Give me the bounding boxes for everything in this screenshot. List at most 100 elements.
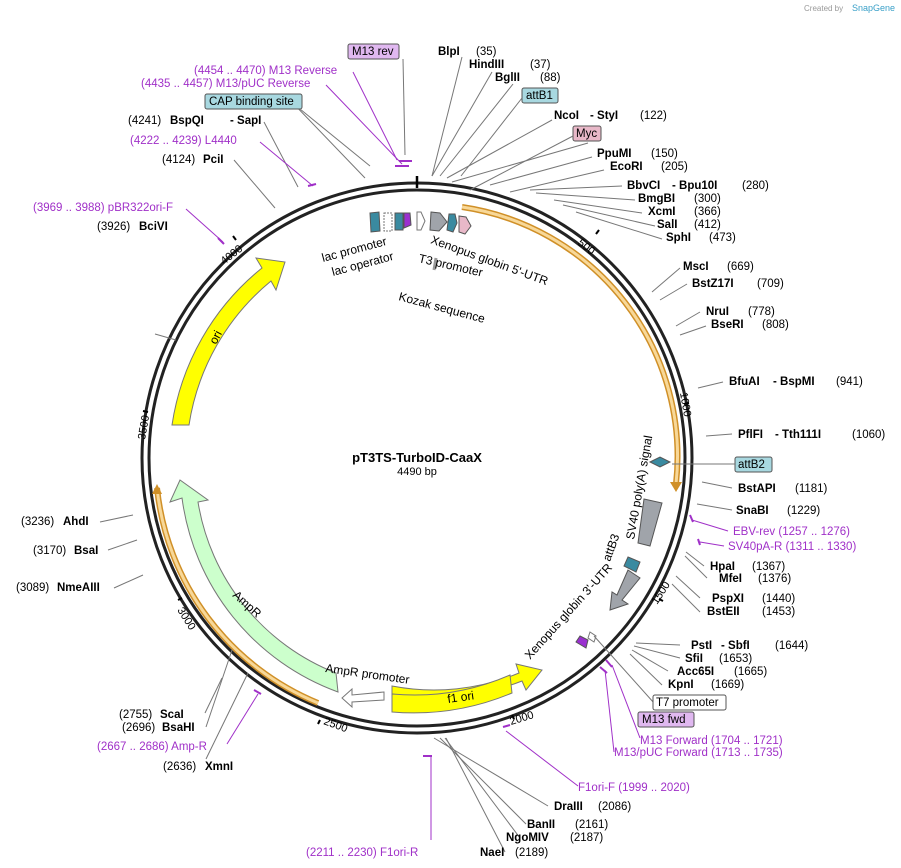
credit-text: Created by (804, 4, 843, 13)
ampr-promoter-arrow (341, 687, 385, 709)
attb1-leader (460, 97, 523, 177)
t7-label: T7 promoter (656, 697, 719, 709)
svg-text:XcmI(366): XcmI(366) (648, 206, 721, 218)
myc-arrow (458, 215, 472, 235)
attb2-label: attB2 (738, 459, 765, 471)
enzyme-xcmi: XcmI (648, 206, 676, 218)
tick-3500: 3500 (136, 414, 152, 440)
svg-text:BstZ17I(709): BstZ17I(709) (692, 278, 784, 290)
svg-text:NgoMIV(2187): NgoMIV(2187) (506, 832, 603, 844)
top-features (369, 211, 472, 271)
m13rev-label: M13 rev (352, 46, 394, 58)
svg-text:KpnI(1669): KpnI(1669) (668, 679, 744, 691)
svg-text:BfuAI- BspMI(941): BfuAI- BspMI(941) (729, 376, 863, 388)
svg-text:DraIII(2086): DraIII(2086) (554, 801, 631, 813)
svg-text:BglII(88): BglII(88) (495, 72, 561, 84)
enzyme-hindiii: HindIII (469, 59, 504, 71)
enzyme-bstz17i: BstZ17I (692, 278, 734, 290)
kozak-label: Kozak sequence (397, 289, 487, 326)
svg-text:BstEII(1453): BstEII(1453) (707, 606, 795, 618)
enzyme-labels-right: BlpI(35) HindIII(37) BglII(88) NcoI- Sty… (438, 46, 885, 691)
enzyme-bfuai: BfuAI (729, 376, 760, 388)
enzyme-xmni: XmnI (205, 761, 233, 773)
tick-2000: 2000 (508, 709, 535, 728)
enzyme-bsai: BsaI (74, 545, 98, 557)
cds-arc (461, 205, 680, 485)
m13fwd-label: M13 fwd (642, 714, 685, 726)
svg-text:HindIII(37): HindIII(37) (469, 59, 551, 71)
enzyme-bbvci: BbvCI (627, 180, 660, 192)
primer-f1ori-r: (2211 .. 2230) F1ori-R (306, 847, 418, 859)
tick-1000: 1000 (677, 391, 693, 417)
primer-ebv-rev: EBV-rev (1257 .. 1276) (733, 526, 850, 538)
svg-text:SfiI(1653): SfiI(1653) (685, 653, 752, 665)
attb3-label: attB3 (600, 532, 623, 563)
m13fwd-arrow (575, 635, 589, 649)
attb1-box (521, 87, 559, 104)
primer-marks (217, 160, 701, 757)
enzyme-nrui: NruI (706, 306, 729, 318)
primer-m13-forward: M13 Forward (1704 .. 1721) (640, 735, 783, 747)
xenopus3-arrow (609, 569, 641, 611)
enzyme-naei: NaeI (480, 847, 504, 859)
enzyme-bglii: BglII (495, 72, 520, 84)
xenopus3-label: Xenopus globin 3'-UTR (522, 560, 615, 662)
svg-text:(4124)PciI: (4124)PciI (162, 154, 223, 166)
myc-label: Myc (576, 128, 597, 140)
t3-promoter-arrow (416, 211, 426, 231)
cap-leader (299, 108, 371, 167)
attb3-arrow (623, 556, 641, 573)
myc-box (572, 125, 602, 142)
sv40-feature (637, 498, 663, 547)
leader-lines (99, 56, 733, 853)
svg-text:BmgBI(300): BmgBI(300) (638, 193, 721, 205)
svg-text:MfeI(1376): MfeI(1376) (719, 573, 791, 585)
ampr-cds-arc (155, 487, 319, 705)
enzyme-sphi: SphI (666, 232, 691, 244)
enzyme-kpni: KpnI (668, 679, 694, 691)
tick-2500: 2500 (322, 716, 349, 736)
primer-l4440: (4222 .. 4239) L4440 (130, 135, 237, 147)
m13rev-leader (402, 58, 406, 156)
enzyme-blpi: BlpI (438, 46, 460, 58)
enzyme-acc65i: Acc65I (677, 666, 714, 678)
enzyme-ngomiv: NgoMIV (506, 832, 549, 844)
svg-text:NcoI- StyI(122): NcoI- StyI(122) (554, 110, 667, 122)
primer-m13-reverse: (4454 .. 4470) M13 Reverse (194, 65, 337, 77)
enzyme-labels-left: (2636)XmnI (2696)BsaHI (2755)ScaI (3089)… (16, 115, 261, 773)
enzyme-banii: BanII (527, 819, 555, 831)
ori-feature (171, 257, 286, 426)
m13fwd-box (637, 711, 695, 728)
enzyme-bcivi: BciVI (139, 221, 168, 233)
enzyme-bseri: BseRI (711, 319, 744, 331)
f1ori-body (391, 674, 513, 714)
myc-leader (469, 135, 574, 191)
cap-label: CAP binding site (209, 96, 294, 108)
enzyme-sali: SalI (657, 219, 677, 231)
ampr-feature (169, 479, 339, 693)
svg-text:BstAPI(1181): BstAPI(1181) (738, 483, 828, 495)
cap-box-label-bg (204, 93, 303, 110)
enzyme-pflfi: PflFI (738, 429, 763, 441)
primer-sv40pa-r: SV40pA-R (1311 .. 1330) (728, 541, 856, 553)
enzyme-psti: PstI (691, 640, 712, 652)
m13rev-box (347, 43, 400, 60)
primer-f1ori-f: F1ori-F (1999 .. 2020) (578, 782, 690, 794)
svg-text:BseRI(808): BseRI(808) (711, 319, 789, 331)
svg-text:(2636)XmnI: (2636)XmnI (163, 761, 233, 773)
attb1-arrow (446, 213, 458, 233)
svg-text:NaeI(2189): NaeI(2189) (480, 847, 548, 859)
enzyme-ppumi: PpuMI (597, 148, 632, 160)
enzyme-snabi: SnaBI (736, 505, 769, 517)
enzyme-bstapi: BstAPI (738, 483, 776, 495)
xenopus5-arrow (429, 211, 448, 232)
svg-text:BlpI(35): BlpI(35) (438, 46, 497, 58)
primer-lines (185, 71, 729, 840)
enzyme-ecori: EcoRI (610, 161, 643, 173)
enzyme-msci: MscI (683, 261, 709, 273)
primer-m13puc-forward: M13/pUC Forward (1713 .. 1735) (614, 747, 783, 759)
enzyme-bsahi: BsaHI (162, 722, 195, 734)
t7-box (652, 694, 727, 711)
enzyme-ahdi: AhdI (63, 516, 89, 528)
